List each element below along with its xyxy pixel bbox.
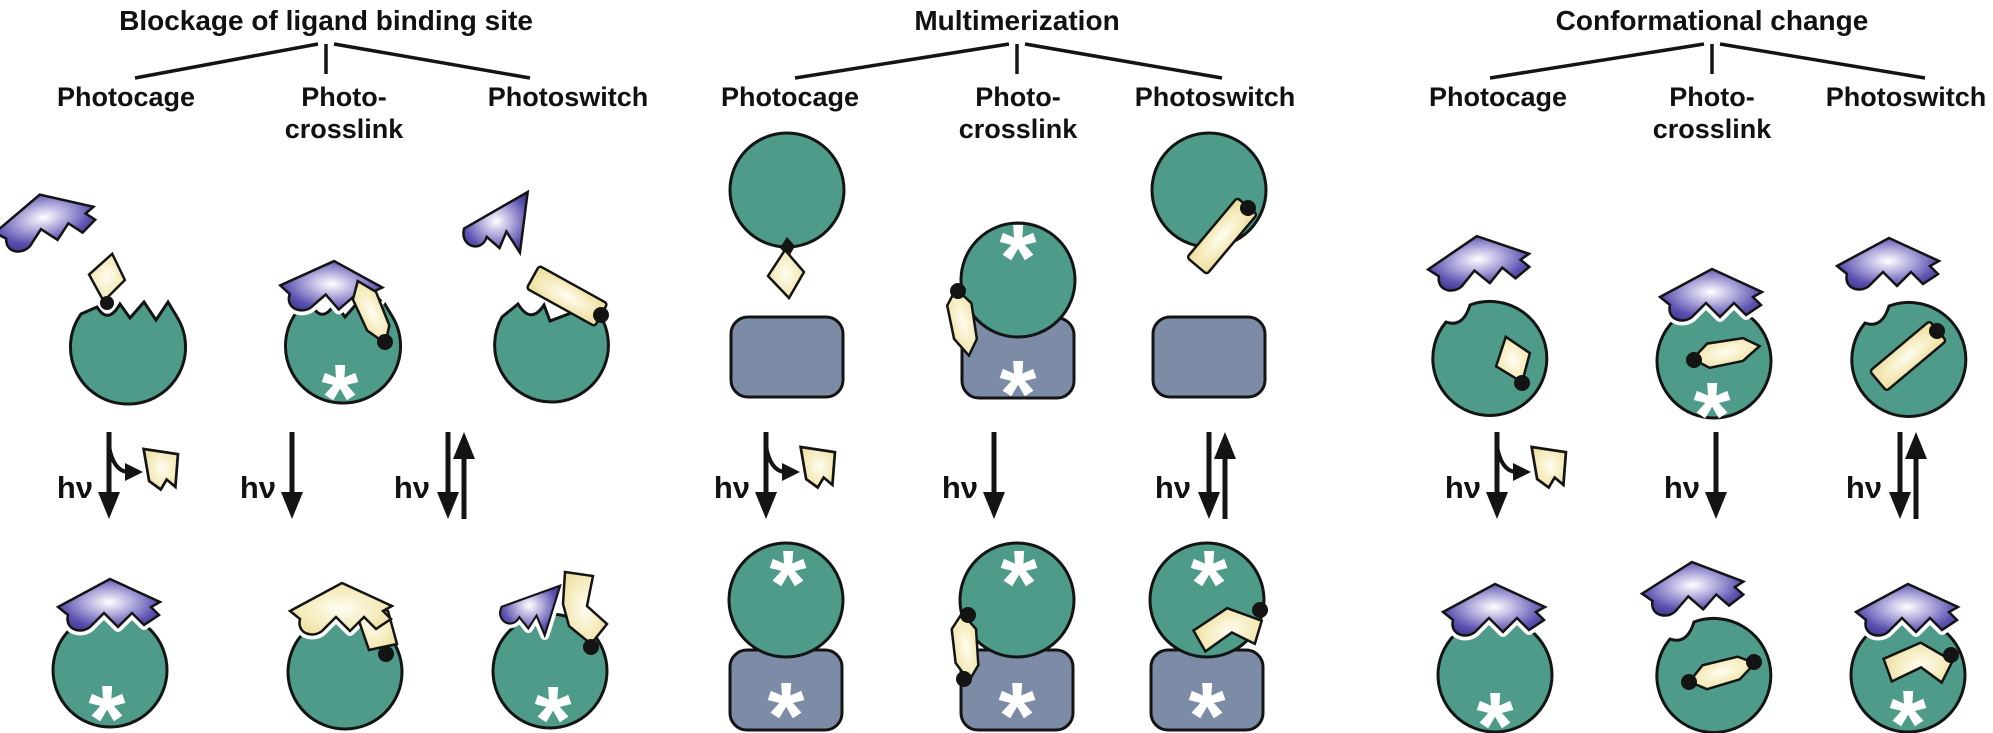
released-ligand [142, 444, 183, 493]
fork-right [333, 42, 531, 80]
column-label-photocrosslink-1: Photo- [975, 82, 1060, 112]
column-label-photocrosslink-1: Photo- [301, 82, 386, 112]
interface-asterisk: * [770, 531, 807, 637]
hv-label: hν [1846, 470, 1882, 505]
caging-group-released [1638, 557, 1747, 619]
fork-lines [1489, 42, 1926, 80]
caging-group [1423, 229, 1534, 295]
attachment-dot [1252, 602, 1268, 618]
attachment-dot [377, 334, 393, 350]
hv-label: hν [240, 470, 276, 505]
hv-label: hν [714, 470, 750, 505]
partner-protein [729, 315, 845, 399]
fork-lines [134, 42, 531, 80]
caged-ligand-diamond [766, 248, 806, 300]
partner-protein [1151, 315, 1267, 399]
released-ligand [1530, 442, 1571, 491]
column-label-photocage: Photocage [1429, 82, 1567, 112]
hv-label: hν [1445, 470, 1481, 505]
fork-right [1024, 42, 1223, 80]
protein-circle [1431, 299, 1549, 417]
column-label-photocage: Photocage [721, 82, 859, 112]
reverse-up-arrow [1214, 432, 1236, 519]
panel-title: Multimerization [914, 5, 1119, 36]
active-site-asterisk: * [535, 667, 572, 733]
interface-asterisk: * [1189, 663, 1226, 733]
light-down-arrow [1198, 432, 1220, 519]
attachment-dot [950, 283, 966, 299]
hv-label: hν [1664, 470, 1700, 505]
attachment-dot [1240, 200, 1256, 216]
column-label-photocage: Photocage [57, 82, 195, 112]
attachment-dot [1943, 647, 1959, 663]
column-label-photocrosslink-1: Photo- [1669, 82, 1754, 112]
column-label-photocrosslink-2: crosslink [285, 114, 405, 144]
reverse-up-arrow [453, 432, 475, 519]
light-down-arrow [281, 432, 303, 519]
light-down-arrow [1889, 432, 1911, 519]
protein-circle [68, 300, 188, 406]
attachment-dot [1686, 352, 1702, 368]
fork-left [134, 42, 319, 80]
attachment-dot [583, 639, 599, 655]
active-site-asterisk: * [322, 345, 359, 451]
attachment-dot [1514, 375, 1530, 391]
panel-blockage: Blockage of ligand binding site Photocag… [0, 5, 648, 733]
attachment-dot [1681, 674, 1697, 690]
column-label-photoswitch: Photoswitch [1826, 82, 1987, 112]
light-down-arrow [98, 432, 120, 519]
panel-conformational-change: Conformational change Photocage Photo- c… [1423, 5, 1987, 733]
light-down-arrow [1486, 432, 1508, 519]
active-site-asterisk: * [1890, 671, 1927, 733]
hv-label: hν [57, 470, 93, 505]
reverse-up-arrow [1905, 432, 1927, 519]
attachment-dot [378, 646, 394, 662]
hv-label: hν [1155, 470, 1191, 505]
protein-circle [728, 131, 846, 249]
hv-label: hν [942, 470, 978, 505]
hv-label: hν [394, 470, 430, 505]
caging-group-triangle [459, 190, 534, 258]
active-site-asterisk: * [89, 666, 126, 733]
released-ligand [799, 442, 840, 491]
interface-asterisk: * [1000, 205, 1037, 311]
attachment-dot [1746, 654, 1762, 670]
fork-left [794, 42, 1010, 80]
release-branch-arrow [107, 444, 145, 483]
interface-asterisk: * [1001, 531, 1038, 637]
panel-title: Blockage of ligand binding site [119, 5, 533, 36]
panel-multimerization: Multimerization Photocage Photo- crossli… [714, 5, 1295, 733]
fork-right [1719, 42, 1926, 80]
column-label-photocrosslink-2: crosslink [959, 114, 1079, 144]
active-site-asterisk: * [1477, 673, 1514, 733]
attachment-dot [956, 671, 972, 687]
release-branch-arrow [1495, 444, 1533, 483]
attachment-dot [960, 607, 976, 623]
column-label-photoswitch: Photoswitch [488, 82, 649, 112]
fork-lines [794, 42, 1223, 80]
caging-group [1835, 236, 1941, 291]
column-label-photocrosslink-2: crosslink [1653, 114, 1773, 144]
interface-asterisk: * [1000, 341, 1037, 447]
caging-group [0, 183, 101, 258]
attachment-dot [593, 307, 609, 323]
interface-asterisk: * [999, 663, 1036, 733]
panel-title: Conformational change [1556, 5, 1869, 36]
attachment-dot [1929, 323, 1945, 339]
active-site-asterisk: * [1694, 363, 1731, 469]
release-branch-arrow [764, 444, 802, 483]
column-label-photoswitch: Photoswitch [1135, 82, 1296, 112]
light-down-arrow [755, 432, 777, 519]
light-down-arrow [437, 432, 459, 519]
attachment-dot [100, 296, 114, 310]
interface-asterisk: * [768, 663, 805, 733]
fork-left [1489, 42, 1705, 80]
